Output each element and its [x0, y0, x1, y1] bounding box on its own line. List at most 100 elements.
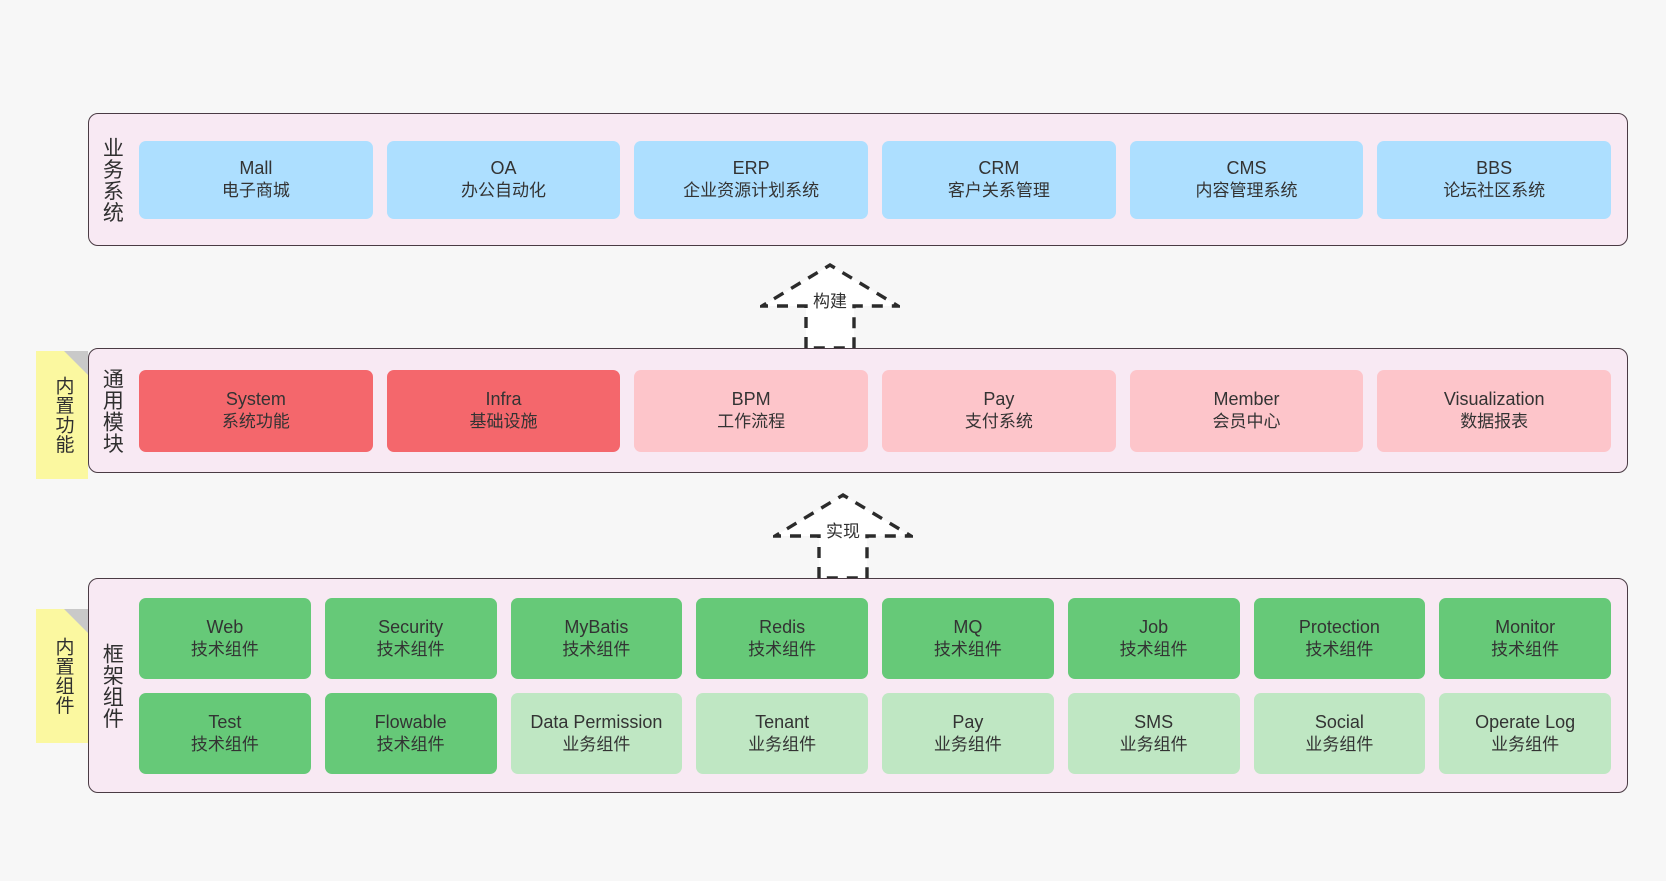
module-card-infra[interactable]: Infra 基础设施 — [386, 369, 621, 452]
component-name: Operate Log — [1475, 711, 1576, 732]
sticky-note-label: 内置功能 — [52, 376, 74, 454]
layer-common-modules: 通用模块 System 系统功能 Infra 基础设施 BPM 工作流程 Pay… — [88, 348, 1628, 473]
module-desc: 系统功能 — [221, 412, 290, 432]
module-name: Visualization — [1443, 389, 1545, 410]
module-card-oa[interactable]: OA 办公自动化 — [386, 140, 621, 219]
component-card-redis[interactable]: Redis 技术组件 — [696, 597, 868, 679]
component-card-sms[interactable]: SMS 业务组件 — [1067, 692, 1240, 774]
component-card-job[interactable]: Job 技术组件 — [1067, 597, 1240, 679]
connector-build: 构建 — [755, 262, 905, 350]
component-card-pay[interactable]: Pay 业务组件 — [882, 692, 1054, 774]
component-name: Job — [1139, 616, 1169, 637]
connector-implement-label: 实现 — [826, 522, 860, 541]
module-card-visualization[interactable]: Visualization 数据报表 — [1377, 369, 1612, 452]
module-card-system[interactable]: System 系统功能 — [139, 369, 373, 452]
component-desc: 业务组件 — [1119, 734, 1188, 754]
module-card-erp[interactable]: ERP 企业资源计划系统 — [634, 140, 869, 219]
module-name: CRM — [978, 158, 1020, 179]
module-card-bpm[interactable]: BPM 工作流程 — [634, 369, 869, 452]
component-card-tenant[interactable]: Tenant 业务组件 — [696, 692, 868, 774]
layer-body-business-systems: Mall 电子商城 OA 办公自动化 ERP 企业资源计划系统 CRM 客户关系… — [133, 114, 1627, 245]
layer-body-framework-components: Web 技术组件 Security 技术组件 MyBatis 技术组件 Redi… — [133, 579, 1627, 792]
module-name: Infra — [485, 389, 522, 410]
component-desc: 业务组件 — [933, 734, 1002, 754]
component-row-business: Test 技术组件 Flowable 技术组件 Data Permission … — [139, 692, 1611, 774]
component-name: Security — [378, 616, 444, 637]
component-name: MyBatis — [564, 616, 629, 637]
module-desc: 电子商城 — [221, 181, 290, 201]
component-desc: 技术组件 — [1491, 639, 1560, 659]
layer-title-common-modules: 通用模块 — [100, 367, 124, 454]
page-fold-icon — [64, 351, 88, 375]
module-desc: 会员中心 — [1212, 412, 1281, 432]
component-card-mq[interactable]: MQ 技术组件 — [882, 597, 1054, 679]
module-desc: 基础设施 — [469, 412, 538, 432]
component-card-social[interactable]: Social 业务组件 — [1253, 692, 1426, 774]
component-name: Monitor — [1495, 616, 1556, 637]
component-name: Pay — [952, 711, 984, 732]
module-name: BPM — [731, 389, 771, 410]
component-desc: 技术组件 — [1119, 639, 1188, 659]
module-name: System — [225, 389, 286, 410]
component-card-operate-log[interactable]: Operate Log 业务组件 — [1439, 692, 1611, 774]
sticky-note-label: 内置组件 — [52, 637, 74, 715]
module-desc: 论坛社区系统 — [1443, 181, 1546, 201]
component-desc: 业务组件 — [1491, 734, 1560, 754]
component-card-protection[interactable]: Protection 技术组件 — [1253, 597, 1426, 679]
component-card-mybatis[interactable]: MyBatis 技术组件 — [510, 597, 683, 679]
module-desc: 客户关系管理 — [947, 181, 1050, 201]
component-card-monitor[interactable]: Monitor 技术组件 — [1439, 597, 1611, 679]
module-name: Member — [1213, 389, 1280, 410]
layer-framework-components: 框架组件 Web 技术组件 Security 技术组件 MyBatis 技术组件… — [88, 578, 1628, 793]
component-desc: 业务组件 — [748, 734, 817, 754]
component-card-flowable[interactable]: Flowable 技术组件 — [324, 692, 497, 774]
component-desc: 技术组件 — [190, 639, 259, 659]
page-fold-icon — [64, 609, 88, 633]
component-desc: 技术组件 — [376, 639, 445, 659]
module-desc: 支付系统 — [964, 412, 1033, 432]
component-desc: 技术组件 — [748, 639, 817, 659]
component-name: Test — [208, 711, 242, 732]
component-row-technical: Web 技术组件 Security 技术组件 MyBatis 技术组件 Redi… — [139, 597, 1611, 679]
module-card-mall[interactable]: Mall 电子商城 — [139, 140, 373, 219]
module-card-cms[interactable]: CMS 内容管理系统 — [1129, 140, 1364, 219]
module-desc: 企业资源计划系统 — [683, 181, 820, 201]
module-card-pay[interactable]: Pay 支付系统 — [882, 369, 1116, 452]
module-card-crm[interactable]: CRM 客户关系管理 — [882, 140, 1116, 219]
component-name: Tenant — [755, 711, 810, 732]
module-desc: 数据报表 — [1460, 412, 1529, 432]
component-desc: 业务组件 — [1305, 734, 1374, 754]
module-name: BBS — [1476, 158, 1513, 179]
sticky-note-builtin-features: 内置功能 — [36, 351, 88, 479]
module-desc: 办公自动化 — [461, 181, 546, 201]
component-name: Social — [1314, 711, 1364, 732]
component-name: Flowable — [374, 711, 447, 732]
layer-title-business-systems: 业务系统 — [100, 136, 124, 223]
component-desc: 技术组件 — [562, 639, 631, 659]
layer-title-framework-components: 框架组件 — [100, 642, 124, 729]
component-name: Protection — [1298, 616, 1380, 637]
module-name: Pay — [983, 389, 1015, 410]
module-desc: 工作流程 — [717, 412, 786, 432]
component-card-security[interactable]: Security 技术组件 — [324, 597, 497, 679]
component-desc: 技术组件 — [1305, 639, 1374, 659]
module-card-bbs[interactable]: BBS 论坛社区系统 — [1377, 140, 1612, 219]
connector-implement: 实现 — [768, 492, 918, 580]
component-card-data-permission[interactable]: Data Permission 业务组件 — [510, 692, 683, 774]
component-name: Web — [206, 616, 244, 637]
component-name: Data Permission — [530, 711, 663, 732]
connector-build-label: 构建 — [813, 292, 847, 311]
module-card-member[interactable]: Member 会员中心 — [1129, 369, 1364, 452]
module-name: OA — [490, 158, 517, 179]
dashed-up-arrow-icon — [768, 493, 918, 580]
module-name: Mall — [239, 158, 273, 179]
component-card-web[interactable]: Web 技术组件 — [139, 597, 311, 679]
layer-business-systems: 业务系统 Mall 电子商城 OA 办公自动化 ERP 企业资源计划系统 CRM… — [88, 113, 1628, 246]
component-card-test[interactable]: Test 技术组件 — [139, 692, 311, 774]
module-desc: 内容管理系统 — [1195, 181, 1298, 201]
component-desc: 技术组件 — [933, 639, 1002, 659]
component-name: SMS — [1134, 711, 1174, 732]
component-name: Redis — [759, 616, 806, 637]
component-name: MQ — [953, 616, 983, 637]
